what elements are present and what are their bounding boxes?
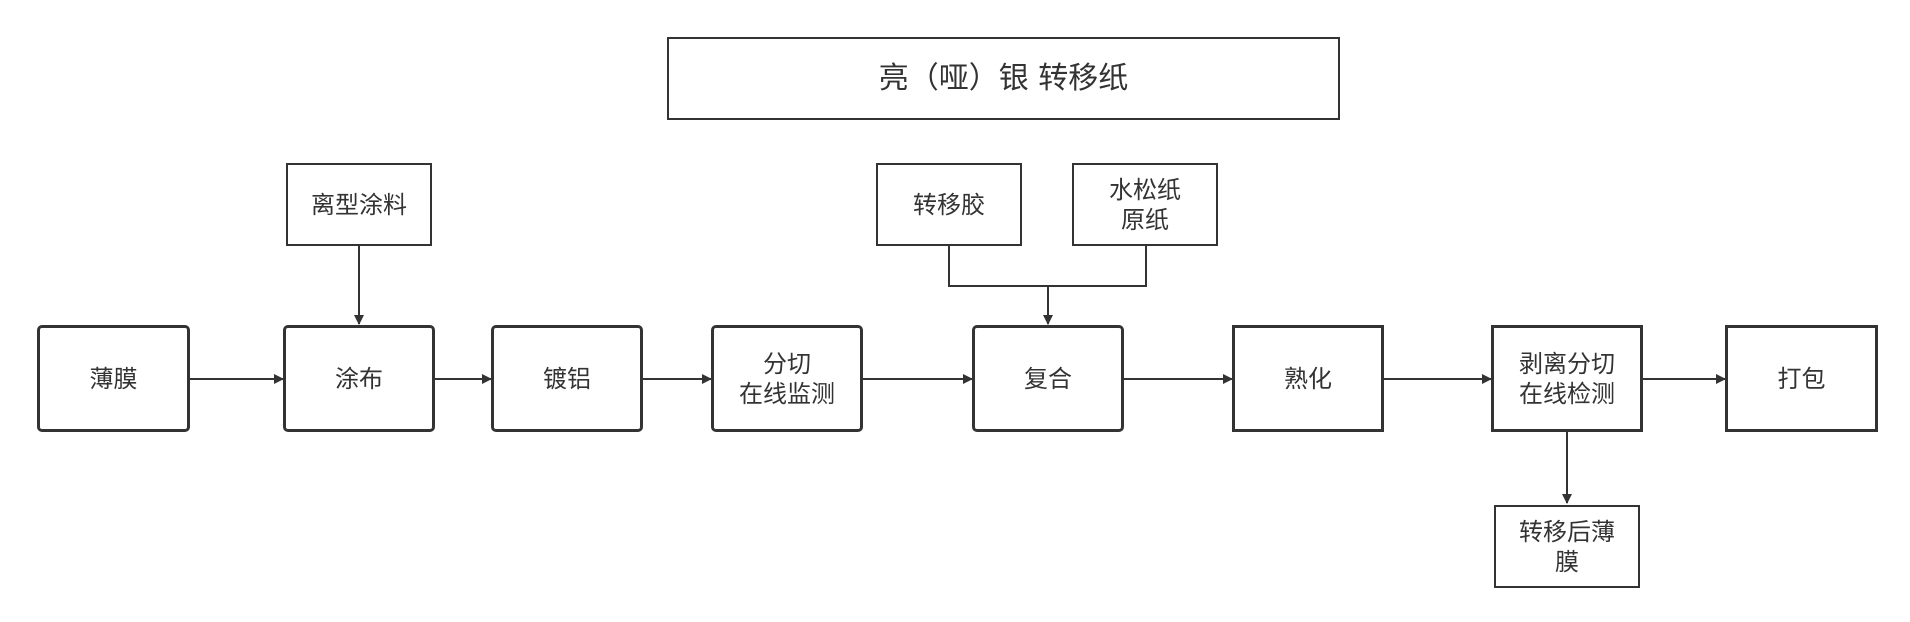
- node-laminating: 复合: [972, 325, 1124, 432]
- node-laminating-label: 复合: [1024, 364, 1072, 393]
- node-peeling-slitting-inspection-label: 剥离分切 在线检测: [1519, 349, 1615, 408]
- node-release-coating-label: 离型涂料: [311, 190, 407, 219]
- node-base-paper: 水松纸 原纸: [1072, 163, 1218, 246]
- node-film: 薄膜: [37, 325, 190, 432]
- node-slitting-inspection-label: 分切 在线监测: [739, 349, 835, 408]
- diagram-title-box: 亮（哑）银 转移纸: [667, 37, 1340, 120]
- connector-transfer-glue-branch: [948, 246, 1048, 287]
- node-packing: 打包: [1725, 325, 1878, 432]
- node-packing-label: 打包: [1777, 364, 1826, 393]
- node-peeling-slitting-inspection: 剥离分切 在线检测: [1491, 325, 1643, 432]
- node-transfer-glue-label: 转移胶: [913, 190, 985, 219]
- node-slitting-inspection: 分切 在线监测: [711, 325, 863, 432]
- node-release-coating: 离型涂料: [286, 163, 432, 246]
- node-transfer-glue: 转移胶: [876, 163, 1022, 246]
- node-base-paper-label: 水松纸 原纸: [1109, 175, 1181, 234]
- node-curing-label: 熟化: [1284, 364, 1332, 393]
- node-aluminizing-label: 镀铝: [543, 364, 591, 393]
- node-film-label: 薄膜: [89, 364, 138, 393]
- node-transferred-film: 转移后薄 膜: [1494, 505, 1640, 588]
- diagram-title: 亮（哑）银 转移纸: [878, 60, 1129, 96]
- node-coating: 涂布: [283, 325, 435, 432]
- node-transferred-film-label: 转移后薄 膜: [1519, 517, 1615, 576]
- connector-base-paper-branch: [1048, 246, 1147, 287]
- node-curing: 熟化: [1232, 325, 1384, 432]
- node-aluminizing: 镀铝: [491, 325, 643, 432]
- node-coating-label: 涂布: [335, 364, 383, 393]
